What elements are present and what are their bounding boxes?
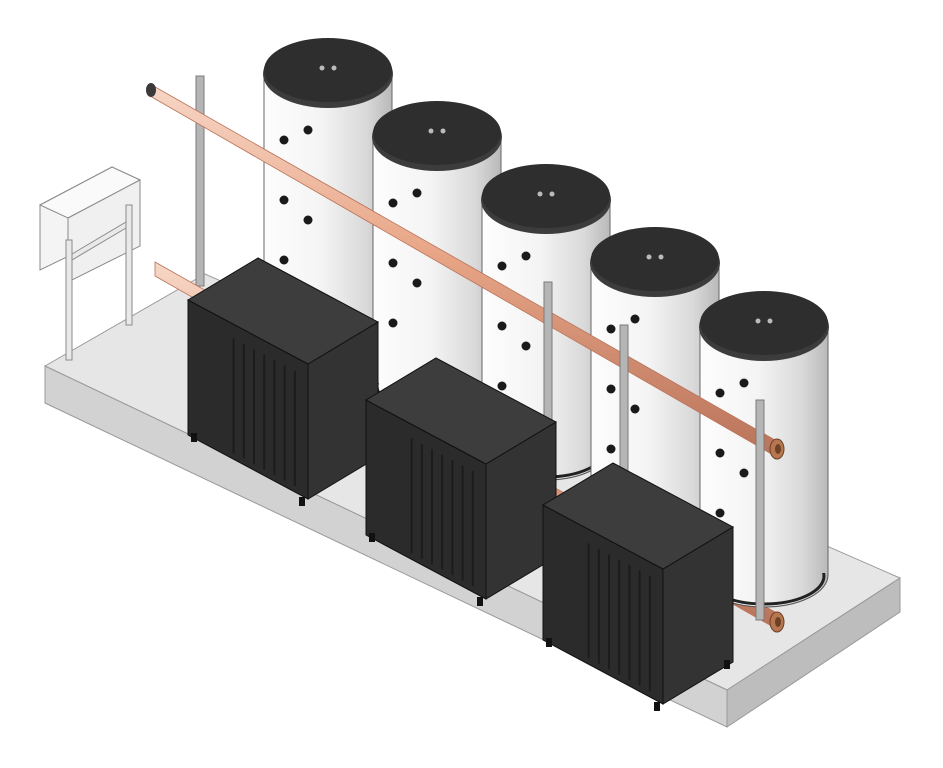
- tank-port: [715, 508, 725, 518]
- tank-lid: [264, 38, 392, 102]
- tank-port: [606, 444, 616, 454]
- panel-leg-left: [65, 239, 73, 361]
- lid-port: [319, 65, 325, 71]
- tank-port: [279, 255, 289, 265]
- lid-port: [767, 318, 773, 324]
- unit-foot: [477, 597, 483, 606]
- panel-strut: [71, 221, 127, 261]
- storage-tanks: [263, 38, 829, 608]
- lid-port: [428, 128, 434, 134]
- tank-port: [303, 215, 313, 225]
- tank-port: [279, 195, 289, 205]
- tank-port: [388, 258, 398, 268]
- unit-top: [541, 462, 735, 570]
- tank-port: [606, 324, 616, 334]
- unit-foot: [191, 433, 197, 442]
- lid-port: [537, 191, 543, 197]
- unit-foot: [299, 497, 305, 506]
- unit-foot: [546, 638, 552, 647]
- panel-leg-right: [125, 204, 133, 326]
- unit-top: [186, 257, 380, 365]
- lower-pipe-bore: [775, 617, 781, 627]
- upper-pipe-cap: [146, 83, 156, 97]
- support-post: [755, 399, 765, 621]
- heat-pump-units: [186, 257, 735, 711]
- heat-pump-unit: [541, 462, 735, 711]
- upper-pipe-run: [146, 83, 785, 460]
- unit-foot: [369, 533, 375, 542]
- upper-pipe-bore: [775, 444, 781, 454]
- tank-port: [388, 198, 398, 208]
- tank-lid: [482, 164, 610, 228]
- tank-port: [739, 378, 749, 388]
- lid-port: [755, 318, 761, 324]
- lid-port: [331, 65, 337, 71]
- tank-lid: [700, 291, 828, 355]
- control-panel: [38, 166, 142, 361]
- tank-lid: [373, 101, 501, 165]
- tank-port: [412, 188, 422, 198]
- tank-lid: [591, 227, 719, 291]
- tank-port: [497, 321, 507, 331]
- tank-port: [739, 468, 749, 478]
- heat-pump-unit: [364, 357, 558, 606]
- tank-port: [521, 341, 531, 351]
- tank-port: [497, 381, 507, 391]
- lid-port: [646, 254, 652, 260]
- slab-side-right: [726, 577, 901, 728]
- lid-port: [658, 254, 664, 260]
- unit-foot: [654, 702, 660, 711]
- lid-port: [440, 128, 446, 134]
- tank-port: [279, 135, 289, 145]
- tank-port: [521, 251, 531, 261]
- tank-port: [715, 388, 725, 398]
- tank-port: [630, 404, 640, 414]
- tank-port: [606, 384, 616, 394]
- tank-port: [630, 314, 640, 324]
- tank-port: [497, 261, 507, 271]
- unit-foot: [724, 660, 730, 669]
- support-post: [195, 75, 205, 287]
- tank-port: [715, 448, 725, 458]
- tank-port: [388, 318, 398, 328]
- tank-port: [303, 125, 313, 135]
- tank-port: [412, 278, 422, 288]
- unit-top: [364, 357, 558, 465]
- heat-pump-unit: [186, 257, 380, 506]
- lid-port: [549, 191, 555, 197]
